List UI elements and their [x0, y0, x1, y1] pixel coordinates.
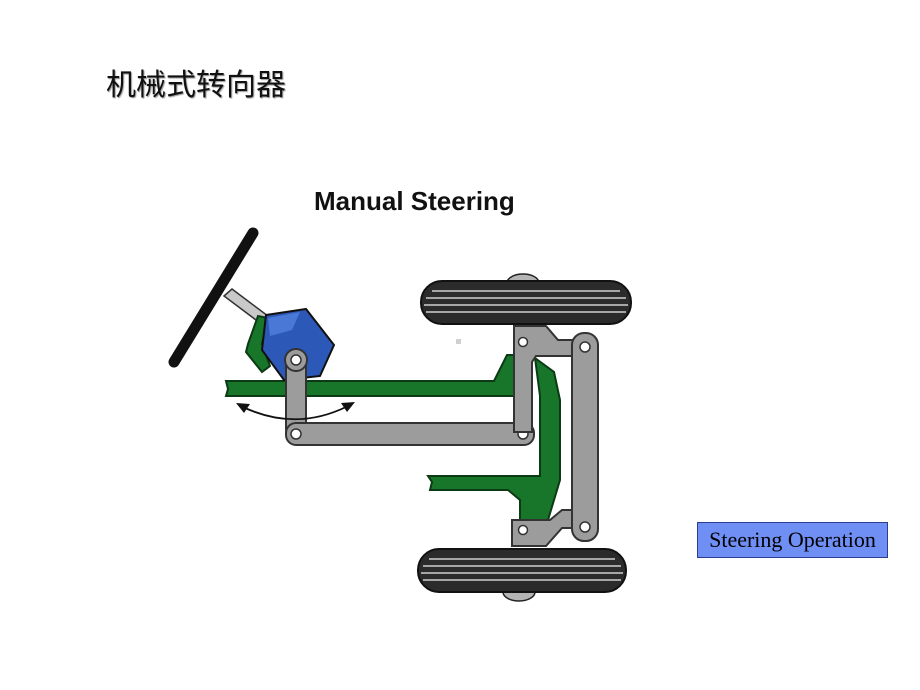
steering-wheel — [168, 227, 259, 368]
tie-rod — [571, 332, 599, 542]
gearbox-pivot — [284, 348, 308, 372]
diagram-title: Manual Steering — [314, 186, 515, 216]
slide-title: 机械式转向器 — [106, 68, 286, 103]
steering-arm-upper — [513, 325, 579, 433]
steering-operation-button[interactable]: Steering Operation — [697, 522, 888, 558]
rotation-arrow-icon — [236, 402, 355, 421]
front-tire-top — [420, 273, 632, 325]
steering-gearbox — [260, 307, 336, 382]
stray-dot — [456, 339, 461, 344]
front-tire-bottom — [417, 548, 627, 602]
drag-link — [285, 422, 535, 446]
